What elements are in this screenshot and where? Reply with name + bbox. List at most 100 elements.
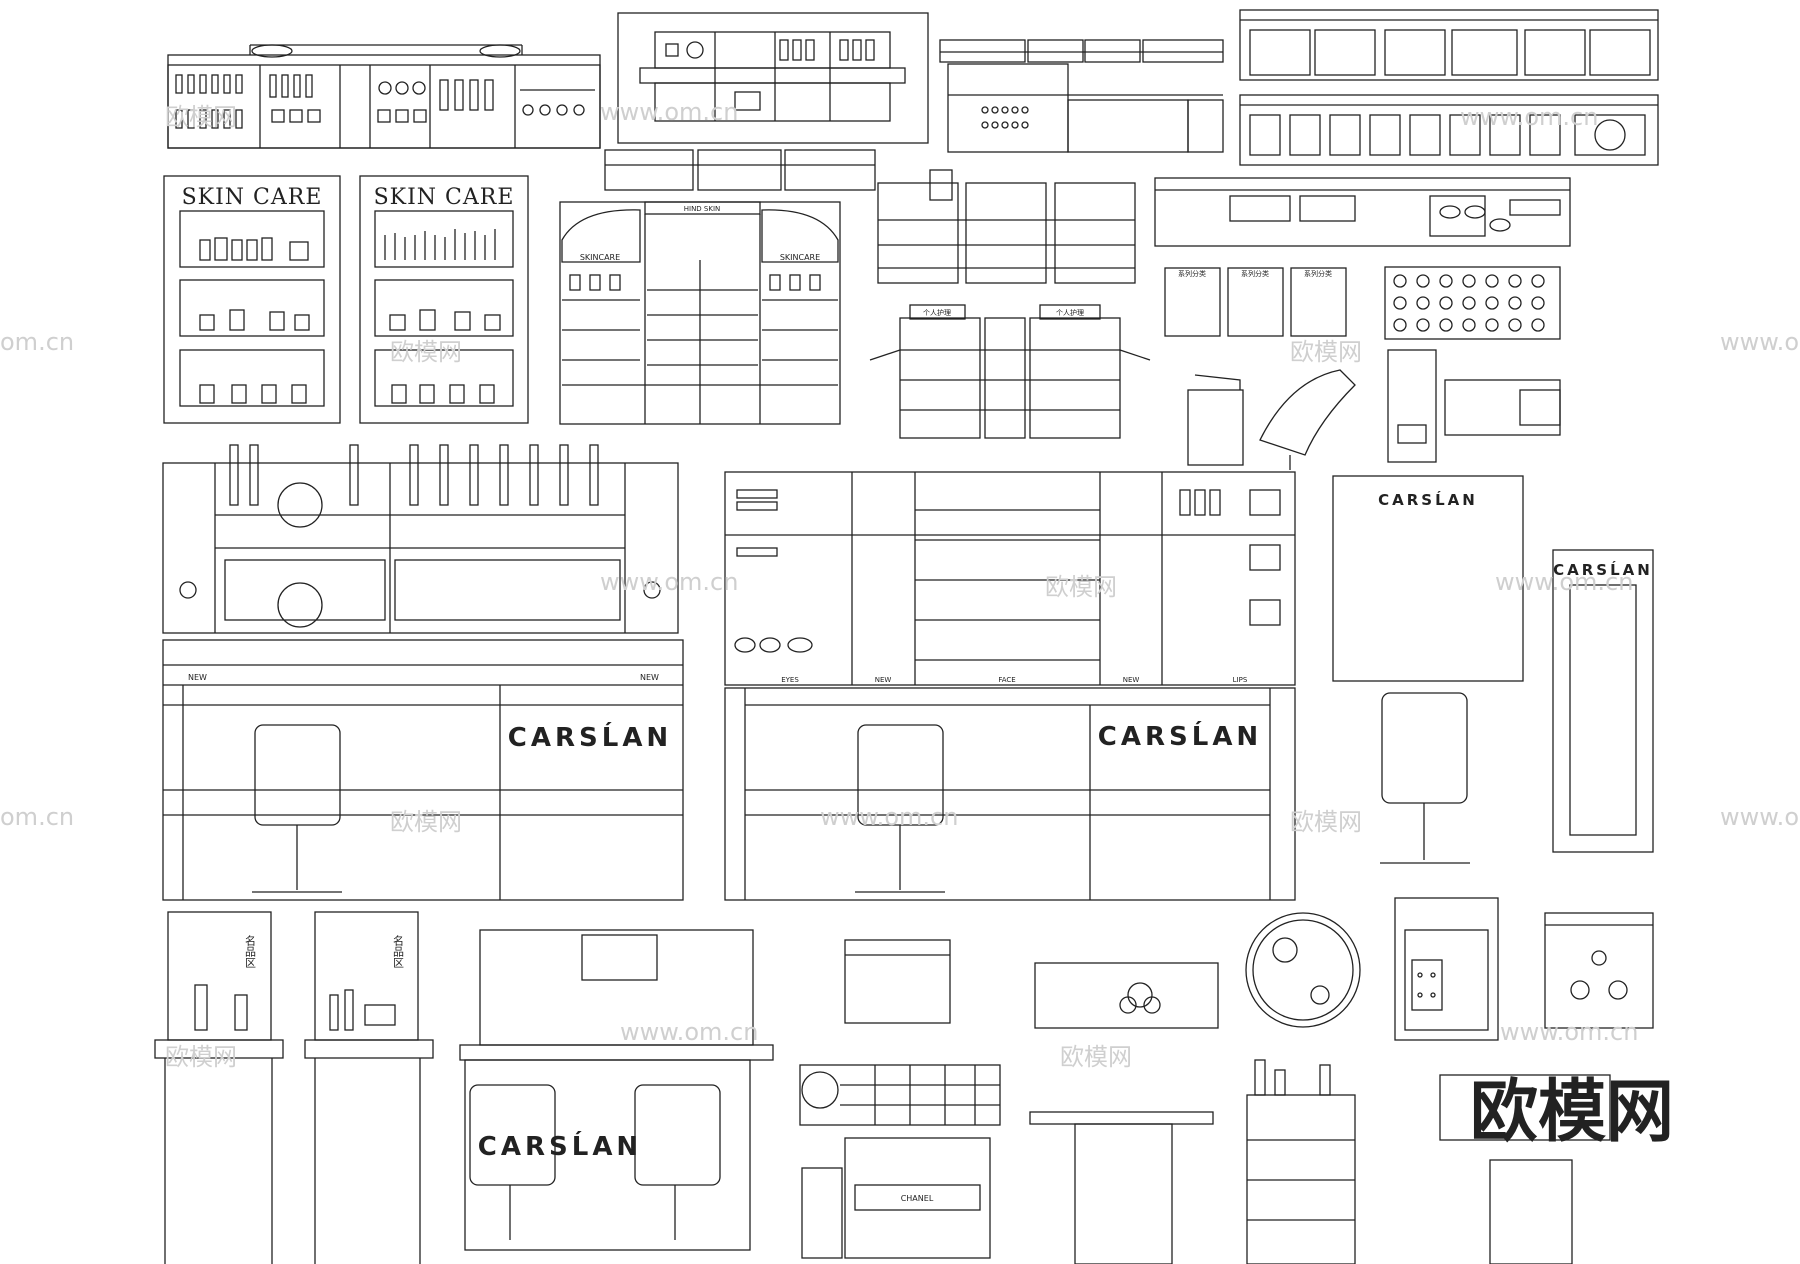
skin-care-heading-1: SKIN CARE <box>182 185 323 210</box>
personal-care-label-1: 个人护理 <box>923 308 951 317</box>
flower-display-panel <box>1029 962 1219 1264</box>
new-label-left-2: NEW <box>640 673 659 682</box>
new-label-center-1: NEW <box>875 676 892 684</box>
ring-icon <box>1416 274 1430 288</box>
gondola-shelves-top <box>877 169 1136 284</box>
mirror-panel-dots <box>1394 897 1499 1041</box>
new-label-left-1: NEW <box>188 673 207 682</box>
bar-stool-right <box>1380 692 1470 864</box>
ring-icon <box>1393 318 1407 332</box>
watermark-site-3: www.om.cn <box>1720 328 1800 356</box>
famous-products-label-1: 名品区 <box>244 934 257 968</box>
series-label-2: 系列分类 <box>1241 269 1269 278</box>
carslan-station-logo: CARSĹAN <box>478 1130 642 1162</box>
ring-icon <box>1416 296 1430 310</box>
watermarks: www.om.cn www.om.cn 欧模网 om.cn 欧模网 欧模网 ww… <box>0 98 1800 1152</box>
watermark-short-1: om.cn <box>0 328 74 356</box>
watermark-brand-6: 欧模网 <box>1290 808 1362 836</box>
ring-icon <box>1485 274 1499 288</box>
wall-frame-small <box>844 939 951 1024</box>
watermark-site-9: www.om.cn <box>1500 1018 1638 1046</box>
watermark-brand-5: 欧模网 <box>390 808 462 836</box>
ring-icon <box>1439 274 1453 288</box>
skincare-label-left: SKINCARE <box>580 253 620 262</box>
watermark-short-2: om.cn <box>0 803 74 831</box>
carslan-counter-left: NEW NEW CARSĹAN <box>162 639 684 901</box>
carslan-totem: CARSĹAN <box>1552 549 1654 853</box>
beauty-cart <box>1246 1059 1356 1264</box>
carslan-counter-center: CARSĹAN <box>724 687 1296 901</box>
horizontal-console <box>1154 177 1571 247</box>
watermark-brand-2: 欧模网 <box>390 338 462 366</box>
eyes-label: EYES <box>781 676 799 684</box>
ring-icon <box>1508 296 1522 310</box>
makeup-display-left <box>162 444 679 634</box>
ring-icon <box>1462 318 1476 332</box>
chanel-label: CHANEL <box>901 1194 934 1203</box>
carslan-totem-logo: CARSĹAN <box>1553 560 1653 579</box>
showcase-famous-2: 名品区 <box>304 911 434 1264</box>
watermark-site-5: www.om.cn <box>1495 568 1633 596</box>
ring-icon <box>1531 296 1545 310</box>
skin-care-cabinet-1: SKIN CARE <box>163 175 341 424</box>
watermark-site-1: www.om.cn <box>600 98 738 126</box>
ring-icon <box>1416 318 1430 332</box>
watermark-brand-8: 欧模网 <box>1060 1043 1132 1071</box>
famous-products-label-2: 名品区 <box>392 934 405 968</box>
chanel-counter: CHANEL <box>799 1064 1001 1259</box>
carslan-makeup-station: CARSĹAN <box>459 929 774 1251</box>
carslan-lightbox: CARSĹAN <box>1332 475 1524 682</box>
watermark-brand-1: 欧模网 <box>165 103 237 131</box>
ring-icon <box>1393 296 1407 310</box>
skincare-wall-unit: HIND SKIN SKINCARE SKINCARE <box>559 201 841 425</box>
ring-icon <box>1531 274 1545 288</box>
personal-care-label-2: 个人护理 <box>1056 308 1084 317</box>
watermark-brand-7: 欧模网 <box>165 1043 237 1071</box>
makeup-display-center: EYES NEW FACE NEW LIPS <box>724 471 1296 686</box>
wall-cabinet-top-right <box>1239 9 1659 166</box>
carslan-lightbox-logo: CARSĹAN <box>1378 490 1478 509</box>
new-label-center-2: NEW <box>1123 676 1140 684</box>
ring-icon <box>1531 318 1545 332</box>
ring-icon <box>1508 318 1522 332</box>
mirror-with-chair <box>1439 1074 1611 1264</box>
small-shelf-cluster <box>939 39 1224 153</box>
display-counter-top-center <box>617 12 929 144</box>
series-label-3: 系列分类 <box>1304 269 1332 278</box>
skin-care-heading-2: SKIN CARE <box>374 185 515 210</box>
ring-icon <box>1462 296 1476 310</box>
beauty-desk-and-chair <box>1187 349 1561 470</box>
small-units-row <box>604 149 876 191</box>
series-label-1: 系列分类 <box>1178 269 1206 278</box>
ring-icon <box>1462 274 1476 288</box>
ring-icon <box>1508 274 1522 288</box>
ring-icon <box>1439 318 1453 332</box>
skin-care-cabinet-2: SKIN CARE <box>359 175 529 424</box>
face-label: FACE <box>998 676 1015 684</box>
ring-light-panel <box>1544 912 1654 1029</box>
watermark-site-4: www.om.cn <box>600 568 738 596</box>
ring-icon <box>1485 318 1499 332</box>
carslan-logo-center: CARSĹAN <box>1098 720 1262 752</box>
watermark-site-6: www.om.cn <box>820 803 958 831</box>
ring-grid-panel <box>1384 266 1561 340</box>
watermark-site-7: www.om.cn <box>1720 803 1800 831</box>
hind-skin-label: HIND SKIN <box>684 205 721 213</box>
series-category-panels: 系列分类 系列分类 系列分类 <box>1164 267 1347 337</box>
watermark-brand-large: 欧模网 <box>1470 1073 1674 1152</box>
watermark-site-2: www.om.cn <box>1460 103 1598 131</box>
lips-label: LIPS <box>1233 676 1248 684</box>
personal-care-gondola: 个人护理 个人护理 <box>869 304 1151 439</box>
watermark-brand-3: 欧模网 <box>1290 338 1362 366</box>
ring-icon <box>1439 296 1453 310</box>
ring-icon <box>1393 274 1407 288</box>
carslan-logo-left: CARSĹAN <box>508 721 672 753</box>
wall-cabinet-top-left <box>167 44 601 149</box>
round-tray-top-view <box>1245 912 1361 1028</box>
watermark-brand-4: 欧模网 <box>1045 573 1117 601</box>
showcase-famous-1: 名品区 <box>154 911 284 1264</box>
ring-icon <box>1485 296 1499 310</box>
watermark-site-8: www.om.cn <box>620 1018 758 1046</box>
skincare-label-right: SKINCARE <box>780 253 820 262</box>
